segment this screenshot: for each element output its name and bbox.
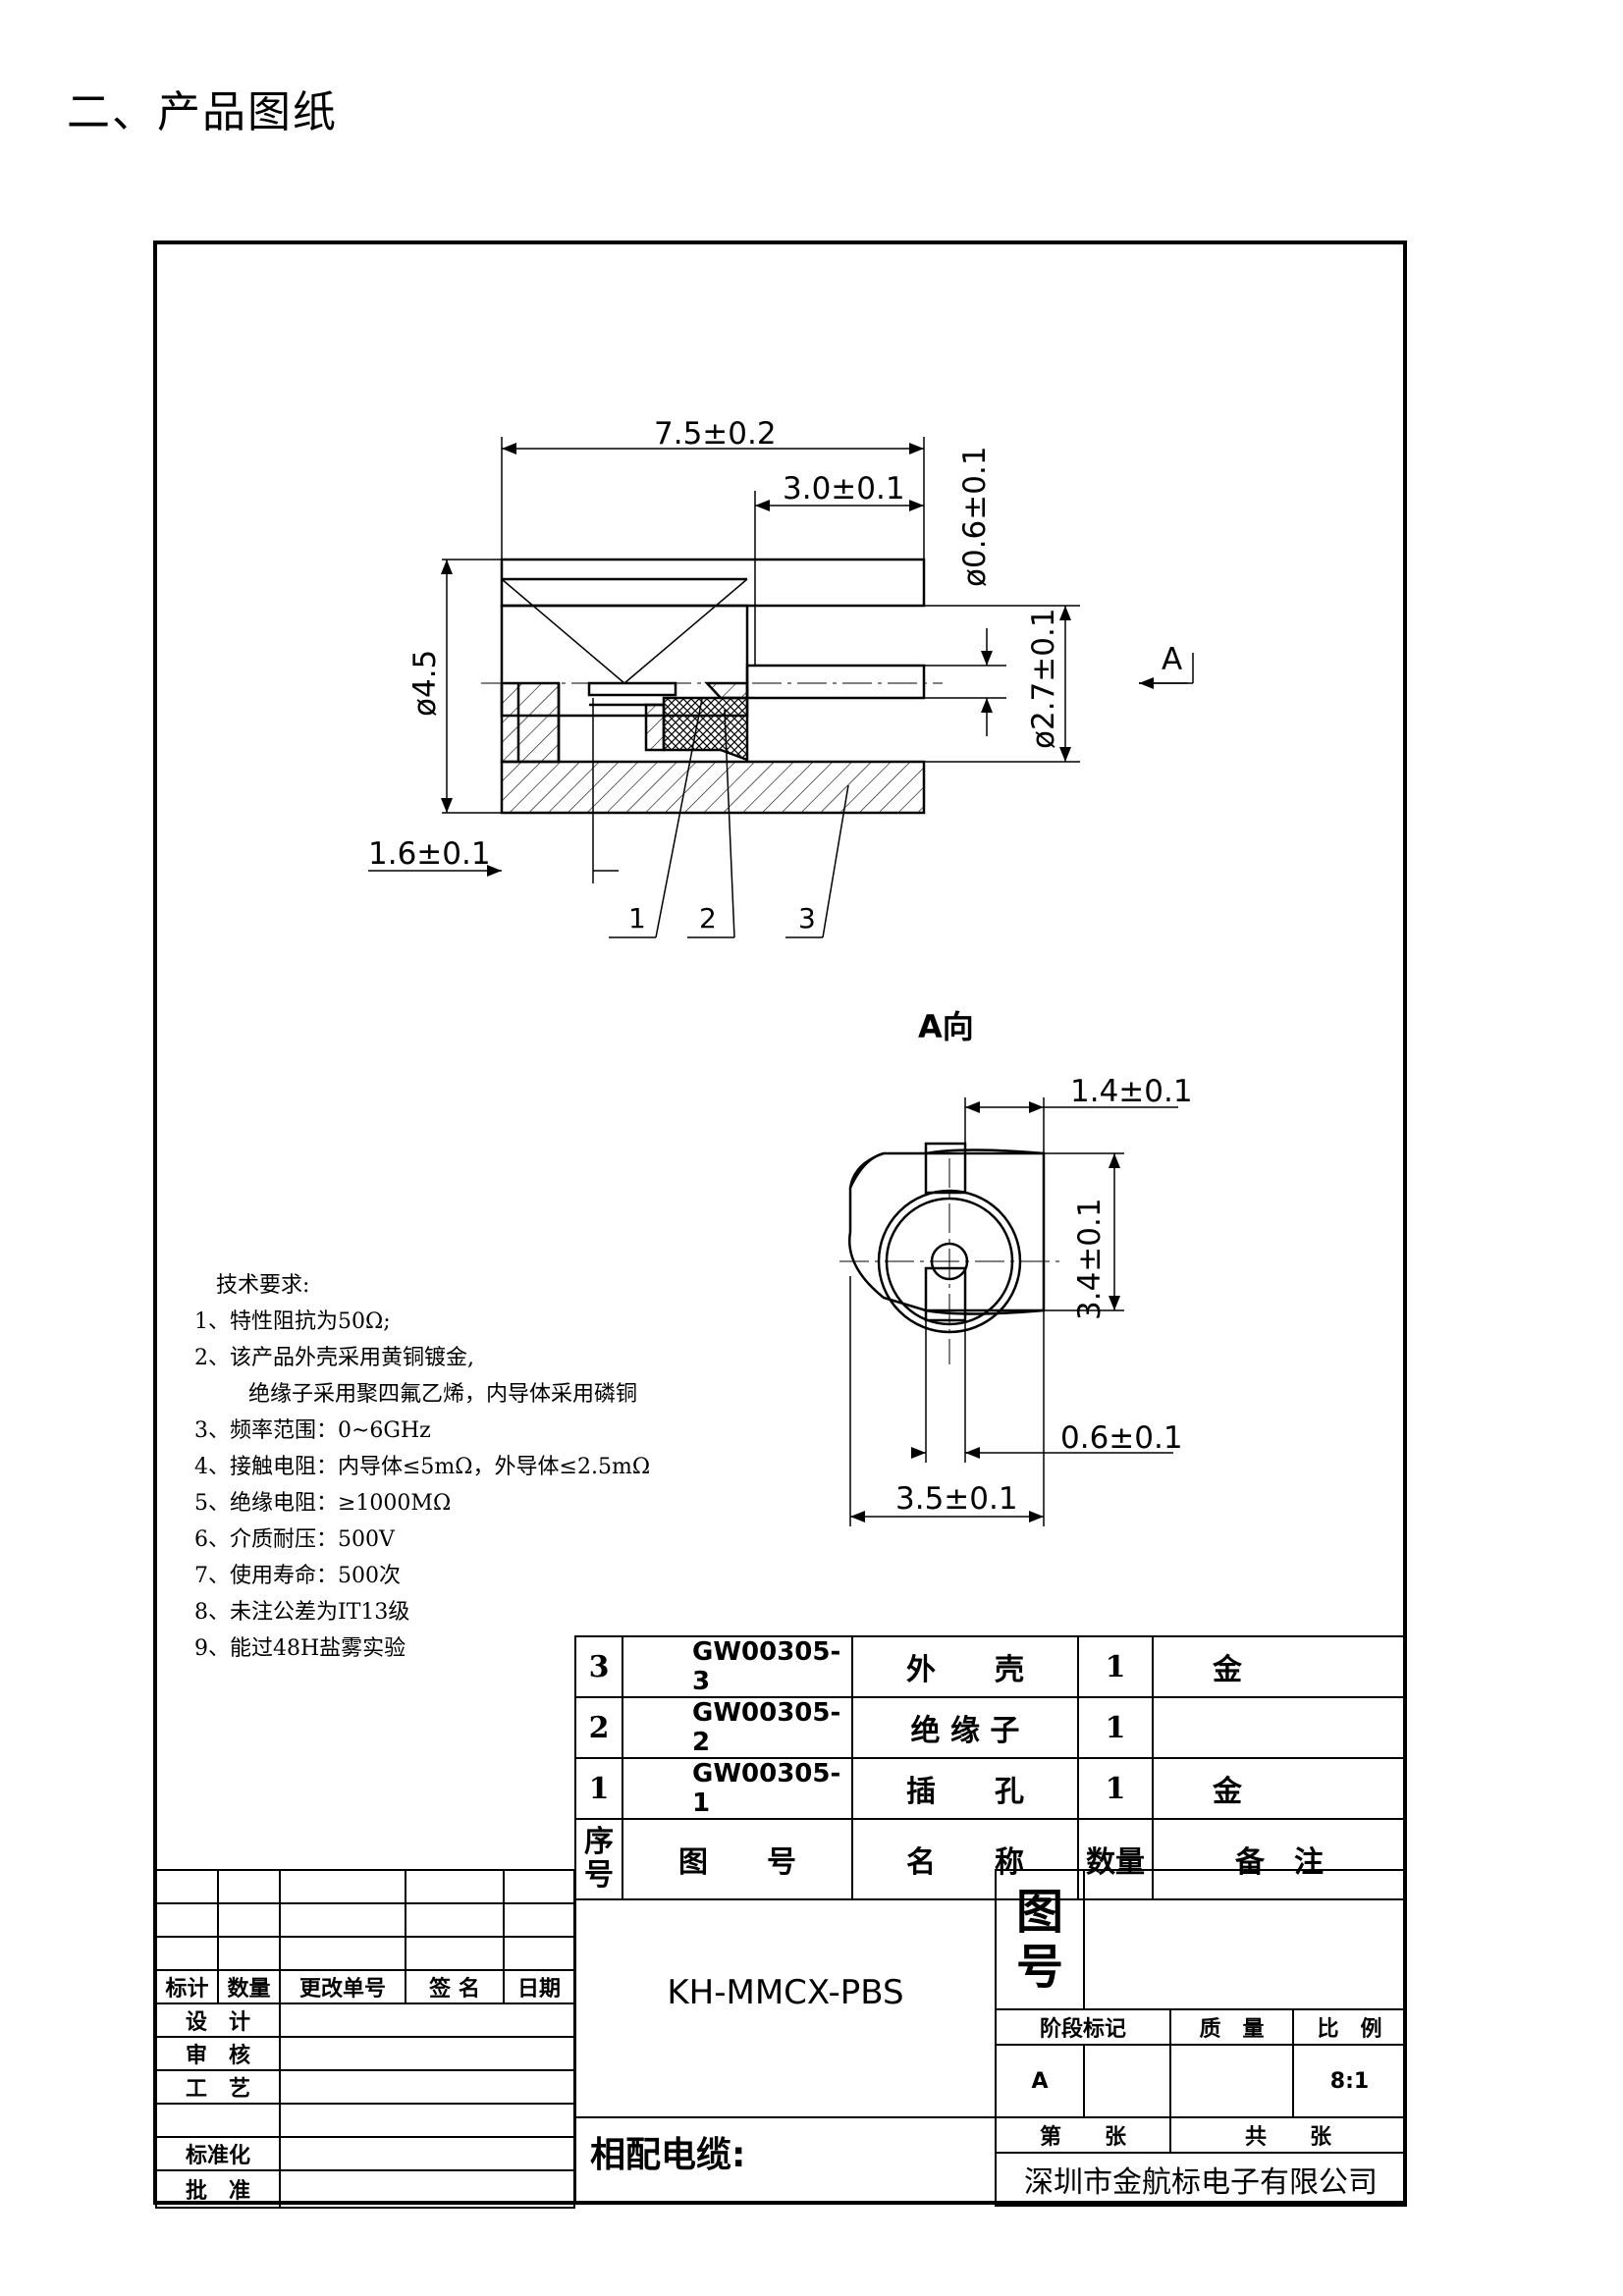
tech-item: 3、频率范围：0~6GHz <box>194 1418 431 1443</box>
bom-row: 2 GW00305-2 绝 缘 子 1 <box>574 1696 1407 1759</box>
bom-table: 3 GW00305-3 外 壳 1 金 2 GW00305-2 绝 缘 子 1 … <box>574 1635 1407 1900</box>
section-view <box>481 558 943 815</box>
revision-table: 标计 数量 更改单号 签 名 日期 设 计 审 核 工 艺 标准化 批 准 <box>155 1869 575 2209</box>
view-a-marker: A <box>1162 642 1182 677</box>
title-right-table: 图号 阶段标记 质 量 比 例 A 8:1 第 张 共 张 深圳市金航标电子有限… <box>995 1869 1407 2207</box>
bom-qty: 1 <box>1077 1696 1154 1759</box>
dim-view-a-0-6: 0.6±0.1 <box>1060 1420 1183 1456</box>
dim-view-a-3-5: 3.5±0.1 <box>895 1481 1018 1517</box>
rev-header: 日期 <box>503 1969 575 2004</box>
rev-header: 标计 <box>155 1969 219 2004</box>
total-label: 共 张 <box>1169 2116 1407 2154</box>
bom-note: 金 <box>1152 1635 1407 1698</box>
drawing-frame <box>153 240 1407 2205</box>
company-name: 深圳市金航标电子有限公司 <box>995 2152 1407 2207</box>
dim-outer-diameter: ø4.5 <box>407 650 443 717</box>
dim-offset: 1.6±0.1 <box>368 836 491 872</box>
role-label: 标准化 <box>155 2136 281 2171</box>
bom-no: 3 <box>574 1635 623 1698</box>
rev-header: 数量 <box>217 1969 281 2004</box>
tech-item: 5、绝缘电阻：≥1000MΩ <box>194 1491 452 1516</box>
tech-item: 8、未注公差为IT13级 <box>194 1600 410 1625</box>
bom-code: GW00305-3 <box>622 1635 853 1698</box>
drawing-no-label: 图号 <box>995 1869 1085 2010</box>
page-heading: 二、产品图纸 <box>67 87 338 137</box>
part-number: KH-MMCX-PBS <box>576 1869 995 2118</box>
dim-pin-diameter: ø0.6±0.1 <box>957 446 993 587</box>
role-label: 工 艺 <box>155 2069 281 2105</box>
callout-2: 2 <box>699 902 717 934</box>
dim-inner-diameter: ø2.7±0.1 <box>1026 608 1061 749</box>
tech-item: 1、特性阻抗为50Ω; <box>194 1309 391 1334</box>
bom-name: 绝 缘 子 <box>851 1696 1079 1759</box>
dim-length: 7.5±0.2 <box>654 416 777 452</box>
bom-header-no: 序号 <box>574 1818 623 1900</box>
dim-view-a-1-4: 1.4±0.1 <box>1070 1074 1193 1109</box>
bom-no: 1 <box>574 1757 623 1820</box>
tech-item: 2、该产品外壳采用黄铜镀金, <box>194 1346 474 1370</box>
cable-label: 相配电缆: <box>590 2135 746 2175</box>
tech-requirements: 技术要求: 1、特性阻抗为50Ω; 2、该产品外壳采用黄铜镀金, 绝缘子采用聚四… <box>194 1267 685 1667</box>
role-label: 设 计 <box>155 2002 281 2038</box>
view-a-dimensions <box>849 1097 1178 1526</box>
scale-label: 比 例 <box>1292 2008 1407 2046</box>
callout-3: 3 <box>798 902 816 934</box>
tech-item: 绝缘子采用聚四氟乙烯，内导体采用磷铜 <box>228 1382 637 1407</box>
sheet-label: 第 张 <box>995 2116 1171 2154</box>
bom-note <box>1152 1696 1407 1759</box>
view-a <box>839 1142 1060 1364</box>
bom-note: 金 <box>1152 1757 1407 1820</box>
tech-item: 9、能过48H盐雾实验 <box>194 1636 406 1661</box>
tech-title: 技术要求: <box>216 1273 310 1298</box>
bom-header-code: 图 号 <box>622 1818 853 1900</box>
bom-name: 外 壳 <box>851 1635 1079 1698</box>
bom-code: GW00305-2 <box>622 1696 853 1759</box>
rev-header: 签 名 <box>405 1969 505 2004</box>
stage-value: A <box>995 2044 1085 2118</box>
section-dim-labels: 7.5±0.2 3.0±0.1 1.6±0.1 ø0.6±0.1 ø2.7±0.… <box>368 416 1182 934</box>
view-a-title: A向 <box>918 1008 974 1045</box>
role-label: 批 准 <box>155 2169 281 2209</box>
role-label <box>155 2103 281 2138</box>
bom-row: 3 GW00305-3 外 壳 1 金 <box>574 1635 1407 1698</box>
tech-item: 6、介质耐压：500V <box>194 1527 395 1552</box>
bom-qty: 1 <box>1077 1635 1154 1698</box>
bom-row: 1 GW00305-1 插 孔 1 金 <box>574 1757 1407 1820</box>
rev-header: 更改单号 <box>279 1969 406 2004</box>
tech-item: 7、使用寿命：500次 <box>194 1564 401 1588</box>
scale-value: 8:1 <box>1292 2044 1407 2118</box>
bom-name: 插 孔 <box>851 1757 1079 1820</box>
role-label: 审 核 <box>155 2036 281 2071</box>
section-dimensions <box>368 437 1194 938</box>
title-center: KH-MMCX-PBS 相配电缆: <box>574 1869 997 2203</box>
bom-code: GW00305-1 <box>622 1757 853 1820</box>
stage-label: 阶段标记 <box>995 2008 1171 2046</box>
callout-1: 1 <box>628 902 646 934</box>
bom-qty: 1 <box>1077 1757 1154 1820</box>
dim-view-a-3-4: 3.4±0.1 <box>1072 1198 1108 1320</box>
bom-no: 2 <box>574 1696 623 1759</box>
mass-label: 质 量 <box>1169 2008 1294 2046</box>
tech-item: 4、接触电阻：内导体≤5mΩ，外导体≤2.5mΩ <box>194 1455 651 1479</box>
dim-pin-length: 3.0±0.1 <box>783 471 905 507</box>
